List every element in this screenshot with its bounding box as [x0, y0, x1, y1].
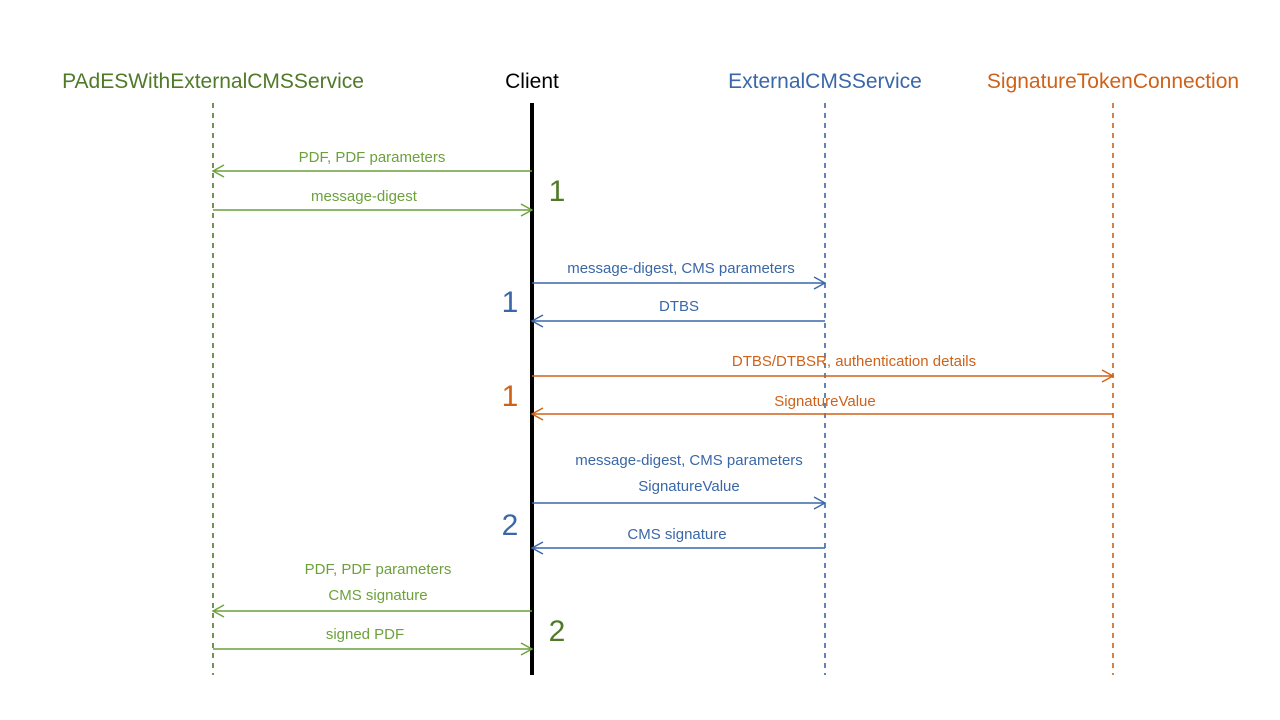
message-arrow-head — [813, 496, 827, 510]
message-label-line: PDF, PDF parameters — [305, 561, 452, 578]
message-m1: PDF, PDF parameters — [211, 149, 532, 178]
message-arrow-head — [530, 314, 544, 328]
message-arrow-head — [1101, 369, 1115, 383]
message-m8: CMS signature — [530, 526, 825, 555]
step-number-s3: 1 — [502, 380, 519, 413]
message-label-line: message-digest — [311, 188, 418, 205]
step-number-s1: 1 — [549, 175, 566, 208]
messages-layer: PDF, PDF parameters message-digest message… — [211, 149, 1115, 656]
lifeline-title-tokenconn: SignatureTokenConnection — [987, 70, 1239, 93]
message-arrow-head — [211, 164, 225, 178]
message-label-line: SignatureValue — [638, 478, 739, 495]
message-label-line: DTBS/DTBSR, authentication details — [732, 353, 976, 370]
lifeline-tokenconn: SignatureTokenConnection — [987, 70, 1239, 675]
message-label-line: PDF, PDF parameters — [299, 149, 446, 166]
message-arrow-head — [530, 407, 544, 421]
lifeline-extcms: ExternalCMSService — [728, 70, 922, 675]
lifeline-title-pades: PAdESWithExternalCMSService — [62, 70, 364, 93]
message-label-line: signed PDF — [326, 626, 404, 643]
message-label-line: CMS signature — [627, 526, 726, 543]
message-label: CMS signature — [627, 526, 726, 543]
step-number-s2: 1 — [502, 286, 519, 319]
message-label-line: CMS signature — [328, 587, 427, 604]
message-arrow-head — [211, 604, 225, 618]
lifeline-title-client: Client — [505, 70, 559, 93]
message-label: DTBS/DTBSR, authentication details — [732, 353, 976, 370]
message-label: message-digest, CMS parameters — [567, 260, 795, 277]
message-label: signed PDF — [326, 626, 404, 643]
message-label-line: DTBS — [659, 298, 699, 315]
lifeline-client: Client — [505, 70, 559, 675]
message-m6: SignatureValue — [530, 393, 1113, 421]
message-label: PDF, PDF parameters — [299, 149, 446, 166]
message-arrow-head — [520, 642, 534, 656]
message-label-line: message-digest, CMS parameters — [575, 452, 803, 469]
step-numbers-layer: 1 1 1 2 2 — [502, 175, 566, 648]
lifelines-layer: PAdESWithExternalCMSService Client Externa… — [62, 70, 1239, 675]
message-m5: DTBS/DTBSR, authentication details — [532, 353, 1115, 383]
message-label-line: SignatureValue — [774, 393, 875, 410]
message-label-line: message-digest, CMS parameters — [567, 260, 795, 277]
step-number-s4: 2 — [502, 509, 519, 542]
message-m3: message-digest, CMS parameters — [532, 260, 827, 290]
message-label: message-digest — [311, 188, 418, 205]
message-m4: DTBS — [530, 298, 825, 328]
message-arrow-head — [813, 276, 827, 290]
lifeline-title-extcms: ExternalCMSService — [728, 70, 922, 93]
message-arrow-head — [530, 541, 544, 555]
lifeline-pades: PAdESWithExternalCMSService — [62, 70, 364, 675]
message-m2: message-digest — [213, 188, 534, 217]
message-m10: signed PDF — [213, 626, 534, 656]
message-label: DTBS — [659, 298, 699, 315]
step-number-s5: 2 — [549, 615, 566, 648]
message-label: SignatureValue — [774, 393, 875, 410]
message-arrow-head — [520, 203, 534, 217]
